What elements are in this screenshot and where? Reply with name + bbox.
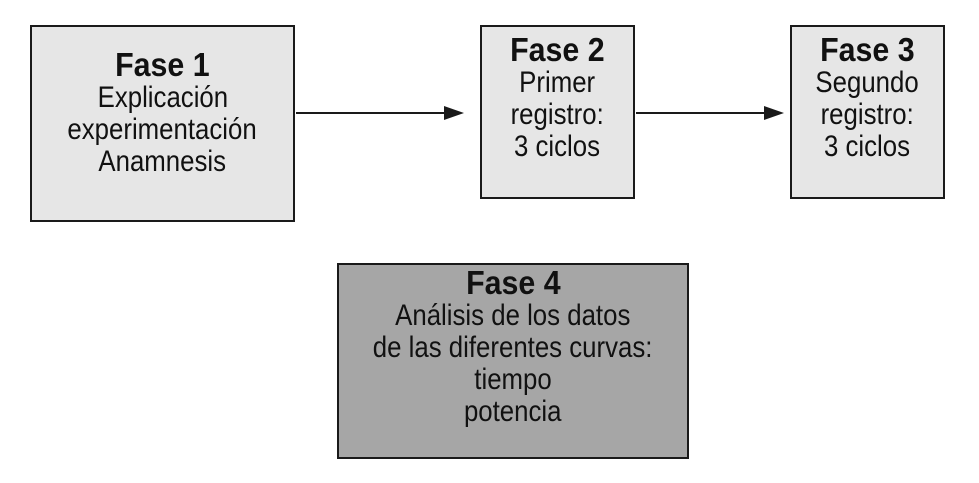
phase-3-title: Fase 3 [820,31,915,68]
phase-4-line-3: tiempo [474,363,552,396]
arrow-phase-2-to-3 [636,106,784,120]
phase-2-line-1: Primer [519,66,596,99]
phase-1-line-1: Explicación [97,80,228,114]
phase-1-line-3: Anamnesis [98,144,227,178]
arrow-phase-1-to-2 [296,106,464,120]
phase-2-title: Fase 2 [510,31,605,68]
phase-3-line-2: registro: [820,98,915,131]
phase-4-title: Fase 4 [465,264,561,301]
phase-3-box: Fase 3 Segundo registro: 3 ciclos [790,25,945,199]
phase-4-box: Fase 4 Análisis de los datos de las dife… [337,263,689,459]
phase-4-line-1: Análisis de los datos [395,299,631,332]
phase-4-line-2: de las diferentes curvas: [373,331,653,364]
phase-1-title: Fase 1 [115,45,210,83]
phase-2-line-2: registro: [510,98,605,131]
phase-2-line-3: 3 ciclos [514,130,601,163]
phase-3-line-1: Segundo [815,66,920,99]
phase-1-line-2: experimentación [67,112,258,146]
phase-3-line-3: 3 ciclos [824,130,911,163]
phase-1-box: Fase 1 Explicación experimentación Anamn… [30,25,295,222]
phase-2-box: Fase 2 Primer registro: 3 ciclos [480,25,635,199]
phase-4-line-4: potencia [464,395,562,428]
